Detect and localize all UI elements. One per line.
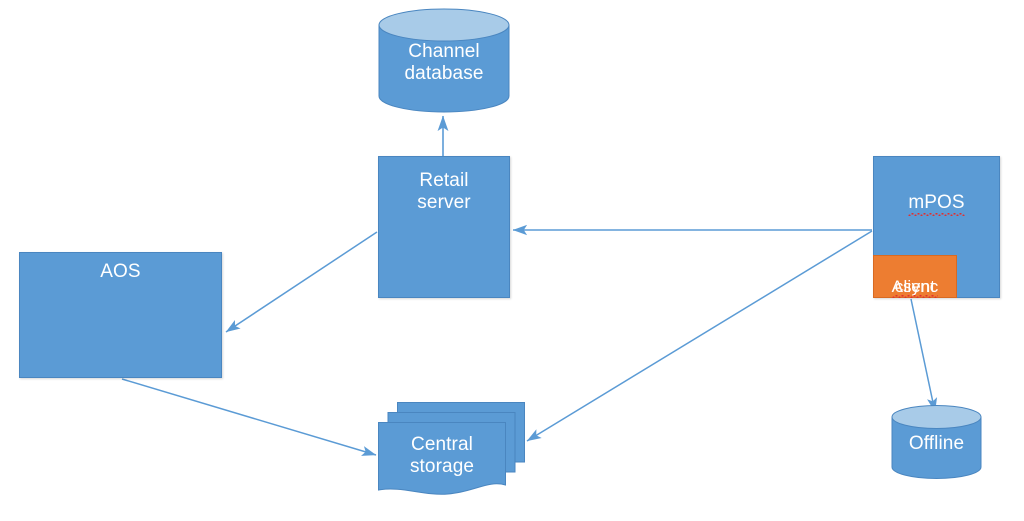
node-offline-label: Offline <box>908 433 965 454</box>
node-mpos-label: mPOS <box>874 170 999 217</box>
node-async-client-label-line1: Async <box>874 257 956 299</box>
node-retail-server[interactable]: Retail server <box>378 156 510 298</box>
node-channel-database[interactable]: Channel database <box>378 8 510 113</box>
node-central-storage-label: Central storage <box>409 434 475 478</box>
connector-aos-to-central-storage <box>121 378 377 456</box>
connector-retail-server-to-aos <box>225 231 378 333</box>
node-retail-server-label: Retail server <box>417 170 471 214</box>
node-mpos-label-text: mPOS <box>908 192 966 217</box>
node-aos[interactable]: AOS <box>19 252 222 378</box>
node-offline[interactable]: Offline <box>891 405 982 480</box>
node-channel-database-label: Channel database <box>404 41 484 85</box>
connector-mpos-to-central-storage <box>526 230 873 442</box>
connector-async-client-to-offline <box>910 298 938 413</box>
node-async-client-label-line2: client <box>894 277 936 296</box>
node-async-client-label-text: Async <box>891 277 939 299</box>
node-central-storage[interactable]: Central storage <box>378 400 528 515</box>
node-aos-label: AOS <box>100 261 141 282</box>
node-async-client[interactable]: Async client <box>873 255 957 299</box>
